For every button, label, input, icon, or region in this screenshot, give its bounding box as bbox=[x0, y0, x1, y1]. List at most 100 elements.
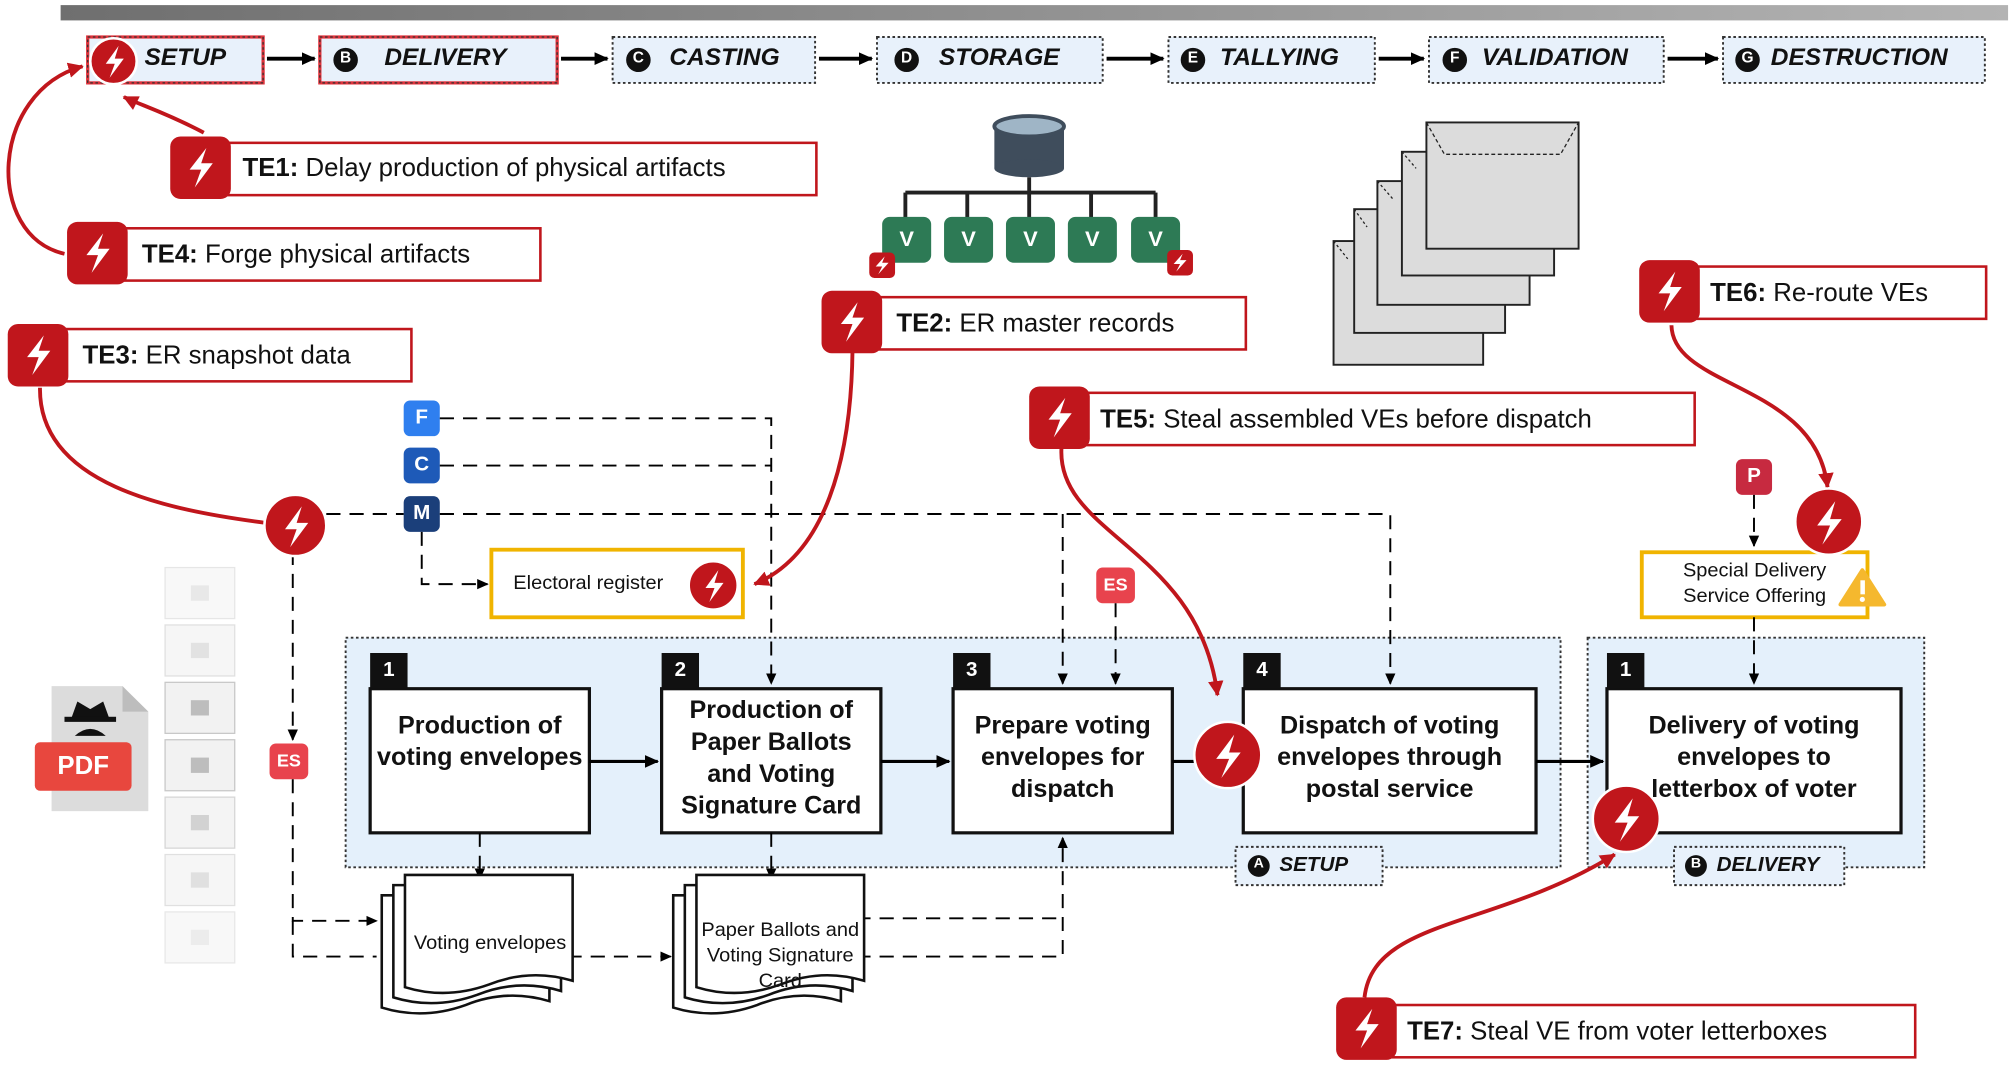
phase-letter-icon bbox=[1180, 47, 1206, 73]
badge-f-label: F bbox=[415, 406, 429, 429]
step-number-tab bbox=[370, 653, 408, 689]
threat-markers bbox=[88, 36, 1864, 854]
voter-node bbox=[1067, 216, 1117, 263]
threat-te1-text: Delay production of physical artifacts bbox=[305, 154, 726, 183]
threat-te7-id: TE7: bbox=[1407, 1017, 1463, 1046]
ballots-doc-label: Paper Ballots and Voting Signature Card bbox=[701, 919, 860, 993]
group-label-delivery: DELIVERY bbox=[1716, 854, 1820, 877]
threat-marker-dispatch bbox=[1192, 720, 1263, 790]
group-letter-icon bbox=[1247, 855, 1270, 877]
threat-icon-te1 bbox=[170, 136, 231, 199]
phase-letter: F bbox=[1450, 48, 1460, 67]
voter-node-label: V bbox=[1085, 227, 1100, 252]
step-number: 3 bbox=[966, 659, 978, 682]
step-number: 4 bbox=[1256, 659, 1268, 682]
data-flow-lines bbox=[287, 417, 1760, 962]
phase-letter: C bbox=[632, 48, 644, 67]
threat-te7-text: Steal VE from voter letterboxes bbox=[1470, 1017, 1828, 1046]
group-letter-icon bbox=[1684, 855, 1707, 877]
ballots-doc bbox=[671, 873, 866, 1015]
threat-te5-id: TE5: bbox=[1100, 405, 1157, 434]
phase-label-validation: VALIDATION bbox=[1481, 44, 1628, 72]
step-number: 1 bbox=[383, 659, 395, 682]
voting-envelopes-doc bbox=[380, 873, 574, 1015]
voter-node-label: V bbox=[961, 227, 976, 252]
threat-marker-setup bbox=[88, 36, 138, 86]
warning-icon bbox=[1838, 568, 1887, 607]
threat-te5: TE5: Steal assembled VEs before dispatch bbox=[1100, 406, 1592, 435]
threat-te6-id: TE6: bbox=[1710, 279, 1767, 308]
step-number-tab bbox=[1243, 653, 1281, 689]
badge-f bbox=[403, 400, 440, 437]
threat-te3-text: ER snapshot data bbox=[145, 341, 351, 370]
phase-letter: D bbox=[901, 48, 913, 67]
phase-label-delivery: DELIVERY bbox=[384, 44, 507, 72]
step-box-1 bbox=[368, 687, 592, 835]
voter-node-label: V bbox=[899, 227, 914, 252]
pdf-label: PDF bbox=[57, 752, 109, 781]
phase-letter-icon bbox=[626, 47, 651, 73]
voter-node bbox=[1131, 216, 1181, 263]
threat-te2: TE2: ER master records bbox=[896, 310, 1174, 339]
pdf-file-icon bbox=[34, 686, 149, 812]
threat-te4: TE4: Forge physical artifacts bbox=[142, 241, 470, 270]
step-number: 1 bbox=[1619, 659, 1632, 682]
voting-envelopes-doc-label: Voting envelopes bbox=[413, 932, 567, 954]
threat-icon-te2 bbox=[821, 290, 883, 354]
threat-box-te3 bbox=[61, 327, 413, 383]
badge-es-left bbox=[269, 743, 309, 780]
threat-te4-id: TE4: bbox=[141, 241, 198, 270]
phase-label-storage: STORAGE bbox=[938, 44, 1060, 72]
threat-icon-te3 bbox=[7, 323, 69, 387]
step-label-2: Production of Paper Ballots and Voting S… bbox=[681, 696, 862, 821]
badge-c bbox=[403, 447, 440, 484]
phase-label-tallying: TALLYING bbox=[1220, 44, 1339, 72]
threat-icon-te4 bbox=[67, 221, 128, 285]
database-icon bbox=[992, 114, 1066, 178]
phase-letter: G bbox=[1741, 48, 1754, 67]
voter-node bbox=[944, 216, 994, 263]
special-delivery-label: Special Delivery Service Offering bbox=[1682, 559, 1827, 608]
threat-te1: TE1: Delay production of physical artifa… bbox=[242, 154, 725, 183]
phase-letter-icon bbox=[1442, 47, 1468, 73]
threat-icon-te6 bbox=[1639, 260, 1700, 323]
threat-te3: TE3: ER snapshot data bbox=[83, 342, 351, 371]
badge-es-label: ES bbox=[1103, 573, 1128, 595]
step-label-1: Production of voting envelopes bbox=[377, 711, 583, 772]
group-label-setup: SETUP bbox=[1279, 854, 1349, 877]
electoral-register-label: Electoral register bbox=[513, 572, 664, 595]
group-letter: A bbox=[1253, 855, 1264, 872]
er-database-tree bbox=[869, 114, 1193, 279]
phase-letter: B bbox=[340, 48, 352, 67]
threat-box-te2 bbox=[878, 295, 1248, 351]
data-sheet-column bbox=[164, 566, 236, 964]
step-box-4 bbox=[1241, 687, 1538, 835]
phase-bar bbox=[86, 35, 1986, 85]
threat-marker-snapshot bbox=[263, 493, 328, 558]
threat-box-te7 bbox=[1389, 1003, 1917, 1059]
phase-box-destruction bbox=[1722, 36, 1986, 84]
threat-icons bbox=[7, 136, 1700, 1060]
badge-c-label: C bbox=[414, 454, 430, 476]
threat-te2-id: TE2: bbox=[896, 309, 953, 338]
threat-te5-text: Steal assembled VEs before dispatch bbox=[1163, 405, 1592, 434]
threat-marker-register bbox=[687, 559, 739, 611]
threat-te6: TE6: Re-route VEs bbox=[1710, 279, 1928, 308]
threat-te6-text: Re-route VEs bbox=[1773, 279, 1929, 308]
phase-box-validation bbox=[1428, 36, 1665, 84]
phase-letter-icon bbox=[333, 47, 358, 73]
threat-te1-id: TE1: bbox=[242, 154, 299, 183]
badge-es-mid bbox=[1096, 567, 1135, 604]
spy-icon bbox=[64, 701, 117, 736]
delivery-step-label: Delivery of voting envelopes to letterbo… bbox=[1648, 711, 1860, 804]
badge-p-label: P bbox=[1747, 465, 1761, 488]
threat-marker-letterbox bbox=[1591, 784, 1662, 854]
voter-node bbox=[882, 216, 932, 263]
threat-te3-id: TE3: bbox=[82, 341, 139, 370]
top-bar bbox=[60, 5, 2009, 21]
phase-letter-icon bbox=[1735, 47, 1760, 73]
badge-m bbox=[403, 496, 440, 532]
threat-box-te1 bbox=[226, 141, 818, 197]
badge-es-label: ES bbox=[276, 749, 301, 771]
phase-letter-icon bbox=[894, 47, 919, 73]
